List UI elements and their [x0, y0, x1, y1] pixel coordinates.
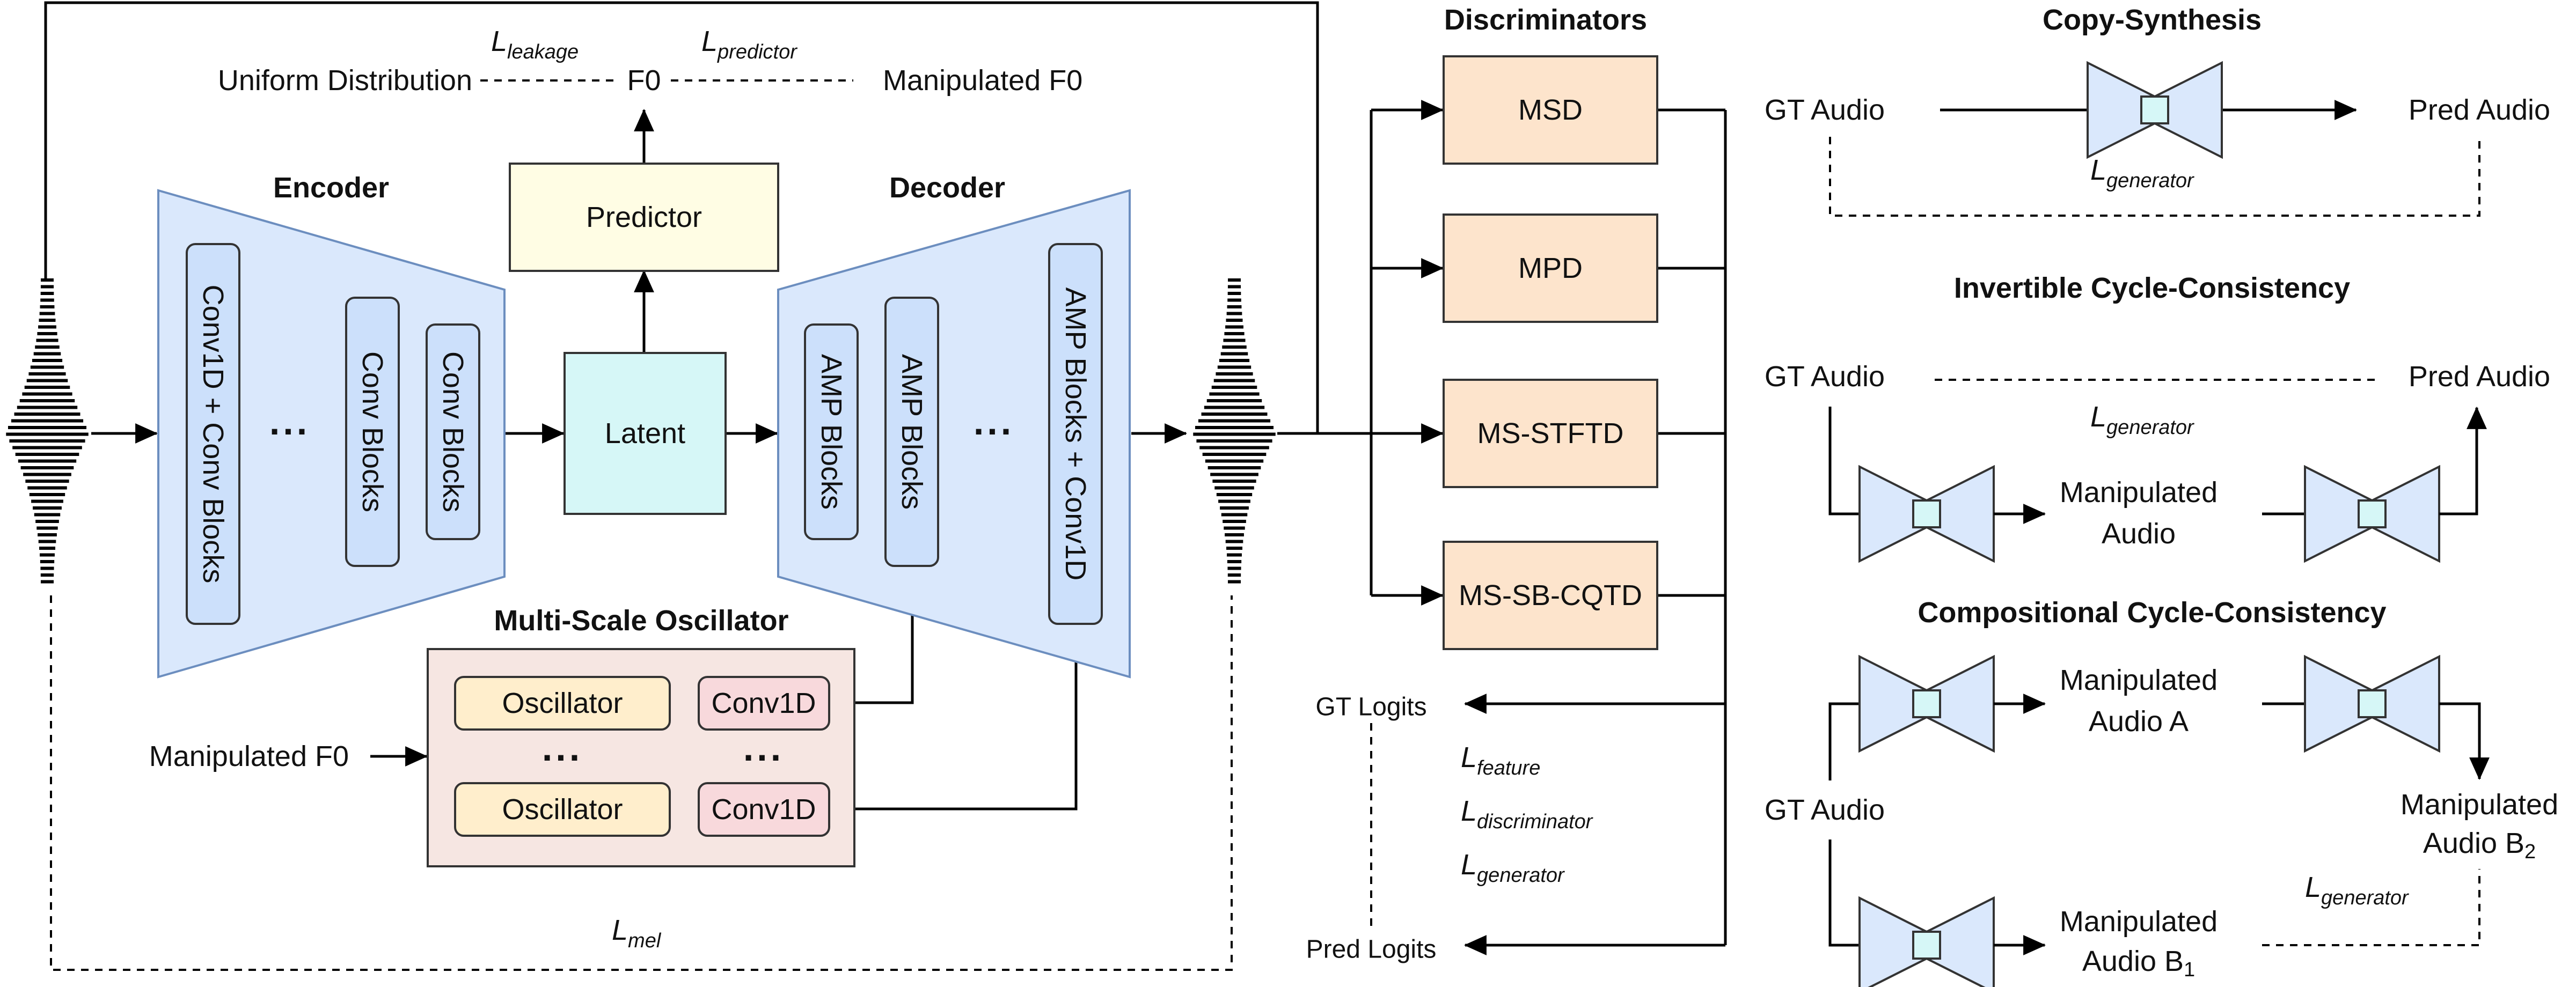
discriminator-msd-label: MSD: [1518, 94, 1583, 126]
copy-synthesis-panel: Copy-Synthesis GT Audio Pred Audio Lgene…: [1765, 4, 2550, 217]
compositional-manip-a-line1: Manipulated: [2060, 664, 2218, 696]
encoder-block-conv-1: [345, 297, 400, 567]
copy-synthesis-title: Copy-Synthesis: [2043, 4, 2262, 36]
discriminator-ms-stftd-label: MS-STFTD: [1477, 417, 1624, 450]
oscillator-1: [454, 676, 671, 731]
oscillator-ellipsis-right: ...: [743, 727, 784, 769]
copy-synthesis-model-icon: [2087, 61, 2223, 159]
invertible-cycle-panel: Invertible Cycle-Consistency GT Audio Pr…: [1765, 272, 2550, 563]
decoder-block-amp-1: [804, 323, 859, 540]
invertible-manip-line1: Manipulated: [2060, 476, 2218, 509]
oscillator-1-label: Oscillator: [502, 687, 623, 719]
encoder-shape: [157, 189, 506, 679]
discriminators: Discriminators MSD MPD MS-STFTD MS-SB-CQ…: [1443, 4, 1658, 650]
compositional-model-1-icon: [1858, 654, 1995, 753]
predictor-label: Predictor: [586, 201, 702, 233]
oscillator-conv1d-1-label: Conv1D: [711, 687, 816, 719]
manipulated-f0-input-label: Manipulated F0: [149, 740, 349, 772]
invertible-title: Invertible Cycle-Consistency: [1954, 272, 2350, 304]
compositional-model-3-icon: [1858, 896, 1995, 987]
decoder-block-amp-1-label: AMP Blocks: [815, 354, 847, 510]
encoder-block-conv-2-label: Conv Blocks: [437, 351, 469, 512]
compositional-manip-a-line2: Audio A: [2089, 705, 2189, 738]
oscillator-conv1d-2: [698, 782, 830, 837]
output-waveform-icon: [1193, 278, 1276, 584]
pred-logits-label: Pred Logits: [1306, 936, 1437, 964]
manipulated-f0-top-label: Manipulated F0: [883, 64, 1082, 97]
decoder-shape: [777, 189, 1131, 679]
multi-scale-oscillator: Multi-Scale Oscillator Oscillator Conv1D…: [427, 605, 855, 867]
oscillator-title: Multi-Scale Oscillator: [494, 605, 788, 637]
loss-generator-disc: Lgenerator: [1461, 849, 1565, 887]
encoder-ellipsis: ...: [269, 401, 310, 443]
decoder-ellipsis: ...: [974, 401, 1014, 443]
encoder-title: Encoder: [273, 172, 389, 204]
invertible-gt: GT Audio: [1765, 360, 1885, 393]
oscillator-ellipsis-left: ...: [542, 727, 583, 769]
predictor-box: [509, 163, 779, 272]
loss-feature: Lfeature: [1461, 741, 1540, 779]
discriminator-mpd: [1443, 213, 1658, 323]
decoder-title: Decoder: [889, 172, 1005, 204]
bowtie-center: [1912, 689, 1941, 718]
compositional-title: Compositional Cycle-Consistency: [1918, 596, 2386, 629]
bowtie-center: [2140, 95, 2169, 124]
latent-label: Latent: [605, 417, 685, 450]
decoder-block-amp-conv1d: [1048, 243, 1103, 625]
discriminator-connectors: [1277, 100, 1727, 955]
encoder-block-conv1d: [186, 243, 240, 625]
bowtie-center: [2358, 499, 2387, 528]
latent-box: [564, 352, 727, 515]
encoder-block-conv-1-label: Conv Blocks: [356, 351, 389, 512]
oscillator-2: [454, 782, 671, 837]
invertible-pred: Pred Audio: [2409, 360, 2550, 393]
oscillator-conv1d-1: [698, 676, 830, 731]
discriminator-ms-stftd: [1443, 379, 1658, 488]
discriminators-title: Discriminators: [1444, 4, 1647, 36]
loss-discriminator: Ldiscriminator: [1461, 795, 1593, 833]
bowtie-center: [2358, 689, 2387, 718]
discriminator-ms-sb-cqtd: [1443, 541, 1658, 650]
invertible-model-2-icon: [2304, 465, 2440, 563]
discriminator-ms-sb-cqtd-label: MS-SB-CQTD: [1459, 579, 1642, 612]
encoder-block-conv-2: [426, 323, 480, 540]
loss-leakage: Lleakage: [491, 25, 579, 63]
uniform-distribution-label: Uniform Distribution: [218, 64, 472, 97]
encoder: Encoder Conv1D + Conv Blocks ... Conv Bl…: [157, 172, 506, 679]
decoder-block-amp-conv1d-label: AMP Blocks + Conv1D: [1059, 288, 1092, 581]
discriminator-mpd-label: MPD: [1518, 252, 1583, 284]
copy-synthesis-gt: GT Audio: [1765, 94, 1885, 126]
compositional-manip-b1-line1: Manipulated: [2060, 905, 2218, 938]
compositional-manip-b1-line2: Audio B1: [2082, 945, 2195, 981]
gt-logits-label: GT Logits: [1315, 693, 1426, 721]
bowtie-center: [1912, 931, 1941, 960]
loss-mel: Lmel: [612, 914, 662, 952]
compositional-manip-b2-line2: Audio B2: [2423, 827, 2536, 863]
bowtie-center: [1912, 499, 1941, 528]
loss-predictor: Lpredictor: [701, 25, 797, 63]
encoder-block-conv1d-label: Conv1D + Conv Blocks: [197, 285, 229, 584]
oscillator-conv1d-2-label: Conv1D: [711, 793, 816, 826]
copy-synthesis-pred: Pred Audio: [2409, 94, 2550, 126]
generator-connectors: [44, 1, 1319, 971]
copy-synthesis-loss: Lgenerator: [2090, 154, 2194, 192]
f0-label: F0: [627, 64, 661, 97]
invertible-manip-line2: Audio: [2102, 518, 2176, 550]
decoder-block-amp-2: [884, 297, 939, 567]
decoder-block-amp-2-label: AMP Blocks: [896, 354, 928, 510]
compositional-cycle-panel: Compositional Cycle-Consistency GT Audio…: [1765, 596, 2558, 987]
compositional-manip-b2-line1: Manipulated: [2401, 789, 2558, 821]
input-waveform-icon: [6, 278, 89, 584]
invertible-model-1-icon: [1858, 465, 1995, 563]
decoder: Decoder AMP Blocks AMP Blocks ... AMP Bl…: [777, 172, 1131, 679]
compositional-gt: GT Audio: [1765, 794, 1885, 826]
compositional-loss: Lgenerator: [2305, 871, 2409, 909]
compositional-model-2-icon: [2304, 654, 2440, 753]
oscillator-2-label: Oscillator: [502, 793, 623, 826]
discriminator-msd: [1443, 55, 1658, 165]
invertible-loss: Lgenerator: [2090, 401, 2194, 439]
